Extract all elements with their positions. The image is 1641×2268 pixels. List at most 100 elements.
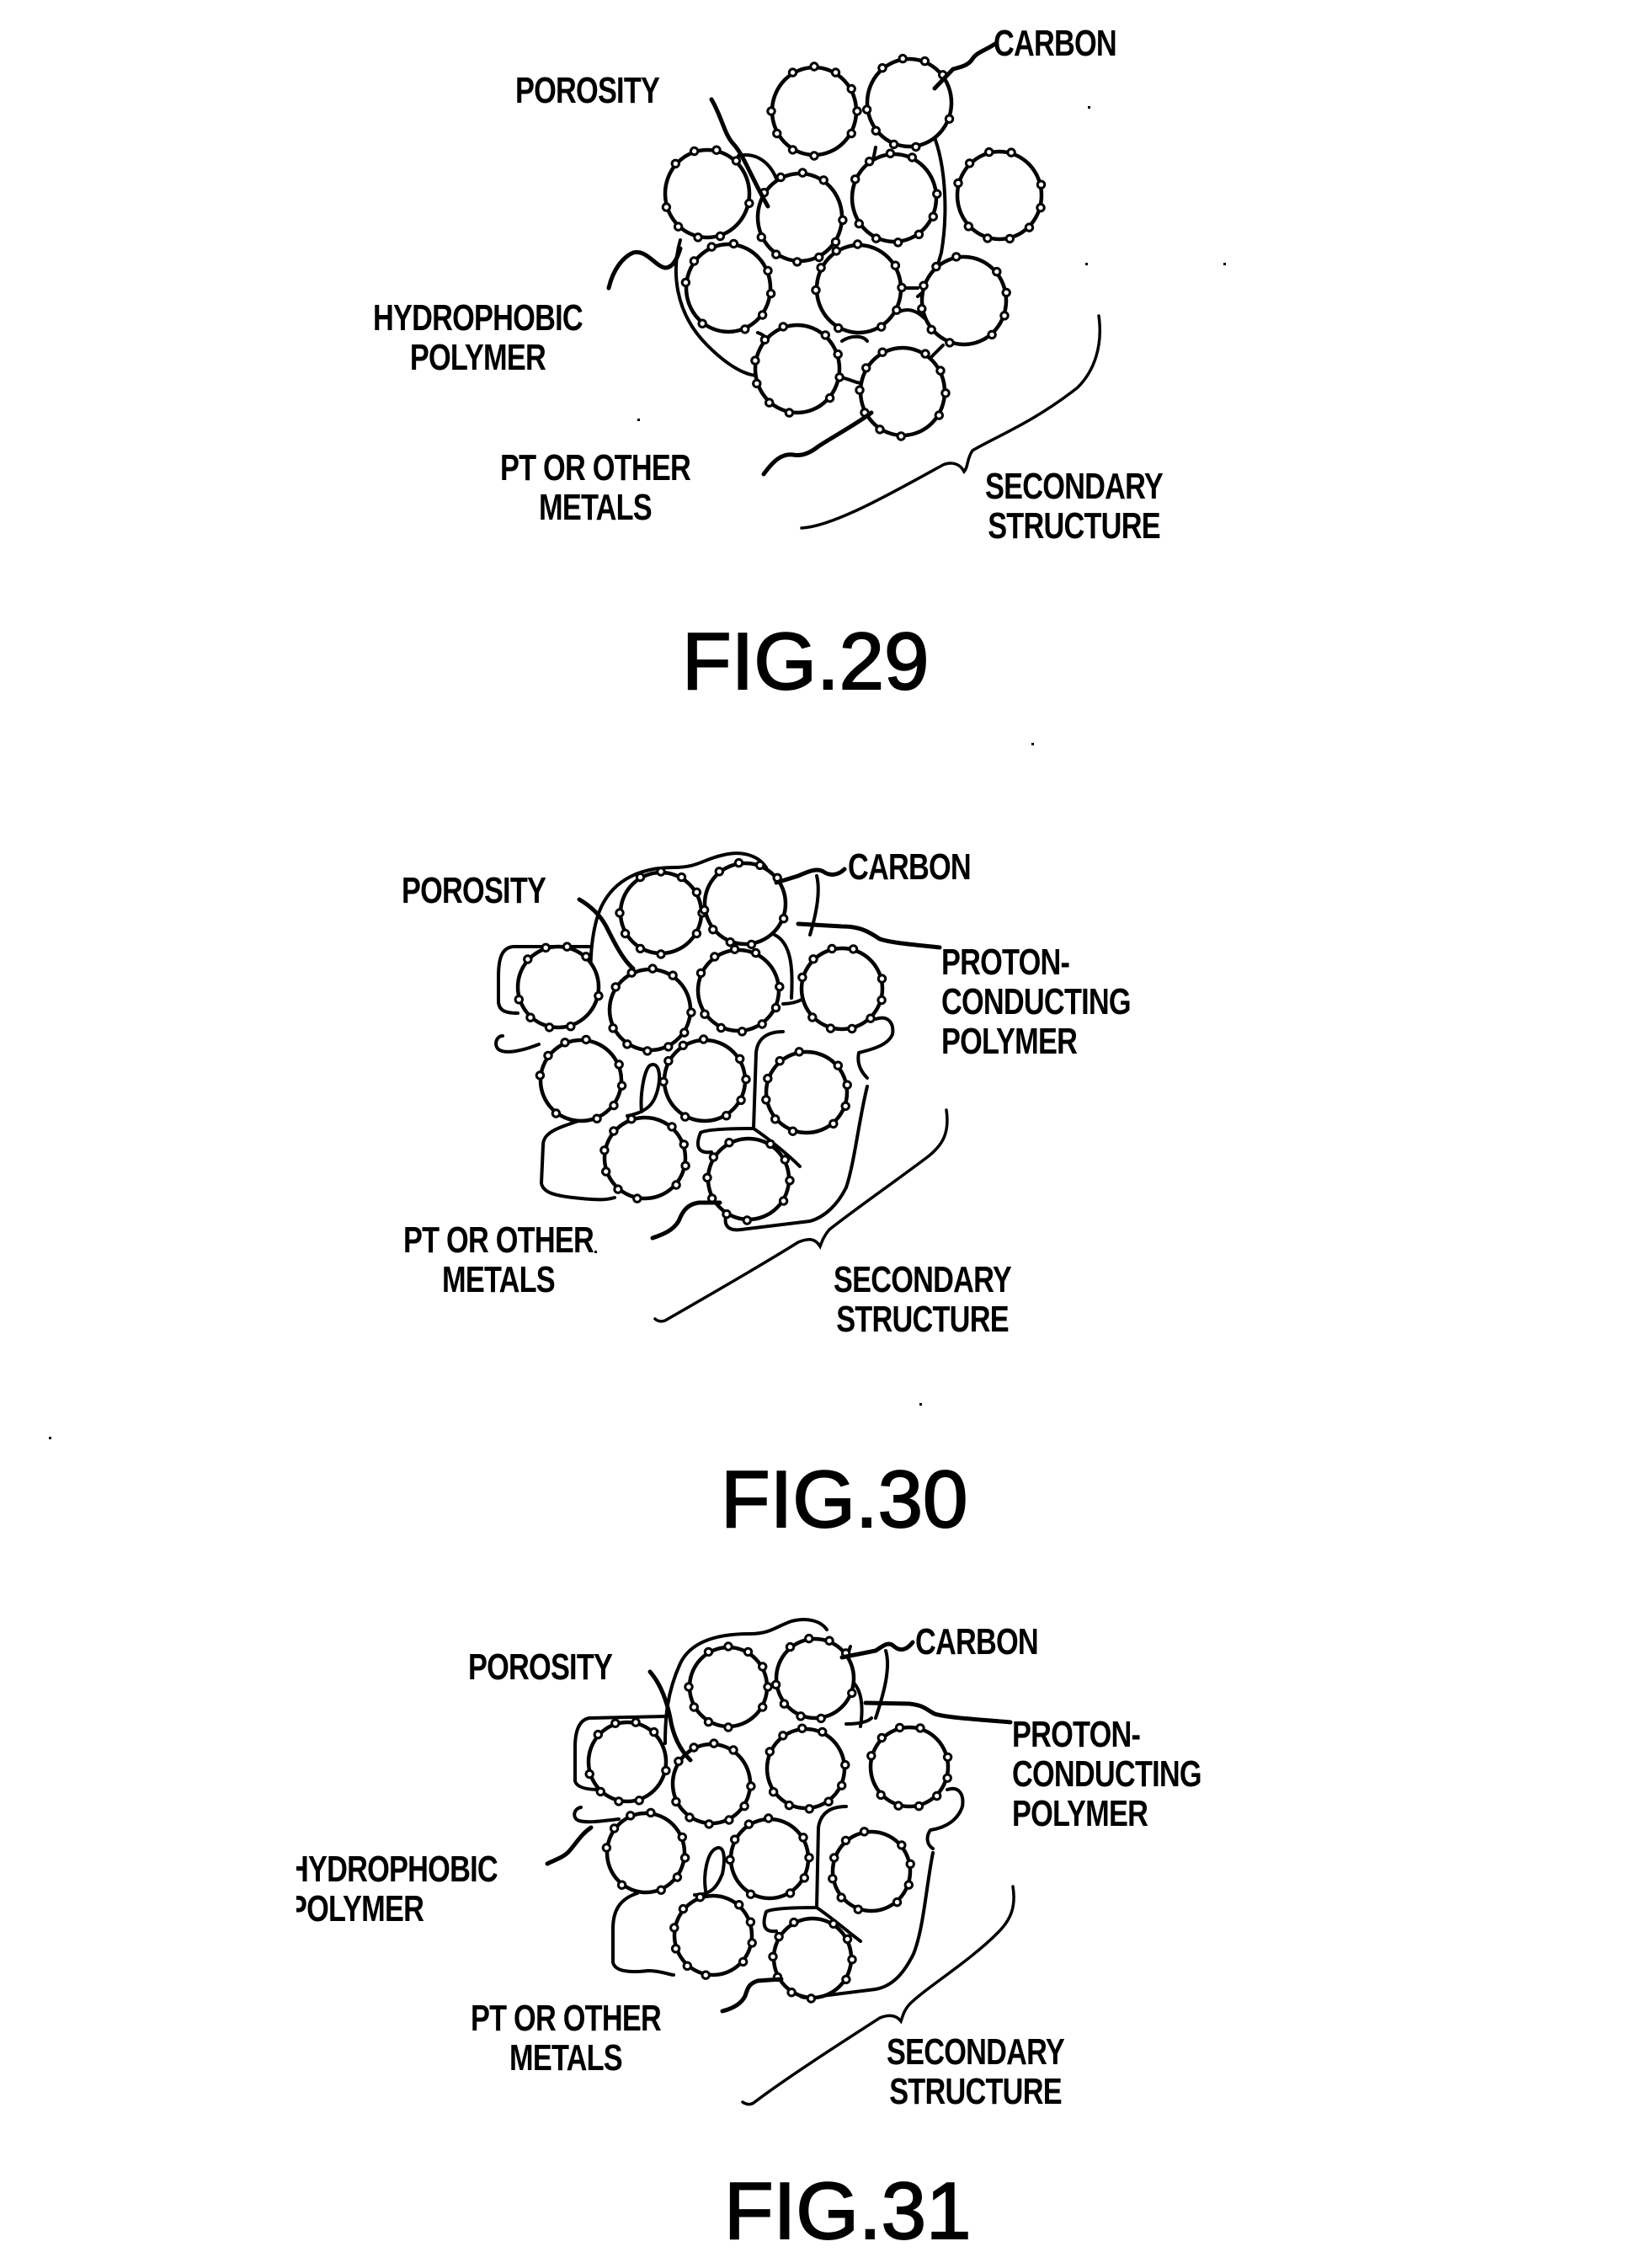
pt-metal-dot bbox=[710, 952, 720, 962]
pt-metal-dot bbox=[828, 1918, 839, 1929]
pt-metal-dot bbox=[871, 233, 882, 243]
pt-metal-dot bbox=[613, 1184, 623, 1194]
pt-metal-dot bbox=[875, 424, 885, 435]
pt-metal-dot bbox=[663, 1042, 674, 1052]
pt-metal-dot bbox=[785, 1641, 796, 1652]
pt-metal-dot bbox=[892, 1897, 903, 1908]
pt-metal-dot bbox=[626, 1811, 636, 1821]
label-line: POROSITY bbox=[468, 1646, 613, 1688]
pt-metal-dot bbox=[944, 114, 955, 124]
carbon-particle bbox=[953, 147, 1047, 244]
pt-metal-dot bbox=[987, 329, 997, 340]
pt-metal-dot bbox=[679, 1027, 690, 1038]
pt-metal-dot bbox=[935, 366, 946, 376]
label-line: PT OR OTHER bbox=[403, 1219, 594, 1261]
scan-speck bbox=[637, 419, 640, 421]
pt-metal-dot bbox=[823, 1796, 834, 1806]
pt-metal-dot bbox=[738, 1956, 749, 1967]
pt-metal-dot bbox=[764, 1813, 774, 1823]
pt-metal-dot bbox=[789, 1917, 799, 1928]
pt-metal-dot bbox=[914, 229, 924, 239]
pt-metal-dot bbox=[778, 322, 788, 332]
carbon-particle bbox=[599, 1114, 690, 1203]
pt-metal-dot bbox=[763, 1073, 773, 1084]
pt-metal-dot bbox=[609, 1823, 620, 1833]
polymer-film-path bbox=[693, 1846, 726, 1897]
pt-metal-dot bbox=[855, 385, 865, 395]
pt-metal-dot bbox=[761, 1095, 771, 1105]
carbon-particle bbox=[658, 1034, 751, 1123]
pt-metal-dot bbox=[837, 1780, 847, 1790]
label-line: CARBON bbox=[915, 1621, 1039, 1662]
carbon-particle bbox=[699, 857, 789, 950]
leader-line bbox=[839, 1640, 915, 1660]
label-line: CARBON bbox=[994, 23, 1117, 64]
polymer-film-path bbox=[925, 1786, 965, 1850]
pt-metal-dot bbox=[544, 1022, 555, 1033]
leader-line bbox=[650, 1200, 722, 1241]
pt-metal-dot bbox=[779, 1699, 790, 1709]
pt-metal-dot bbox=[757, 310, 768, 320]
pt-metal-dot bbox=[763, 265, 773, 276]
pt-metal-dot bbox=[658, 1076, 669, 1087]
pt-metal-dot bbox=[745, 1917, 756, 1927]
pt-metal-dot bbox=[689, 256, 700, 266]
pt-metal-dot bbox=[750, 947, 761, 958]
pt-metal-dot bbox=[693, 232, 703, 243]
leader-line bbox=[577, 897, 636, 971]
polymer-film-path bbox=[762, 1805, 848, 1934]
pt-metal-dot bbox=[786, 1988, 797, 1998]
pt-metal-dot bbox=[940, 388, 951, 398]
scan-speck bbox=[594, 1251, 597, 1253]
pt-metal-dot bbox=[632, 1193, 642, 1203]
polymer-film-path bbox=[695, 1030, 785, 1155]
label-line: METALS bbox=[442, 1259, 556, 1300]
pt-metal-dot bbox=[772, 128, 782, 139]
pt-metal-dot bbox=[679, 1139, 689, 1150]
pt-metal-dot bbox=[897, 282, 907, 293]
scan-speck bbox=[1088, 106, 1090, 109]
pt-metal-dot bbox=[703, 1646, 714, 1657]
pt-metal-dot bbox=[816, 263, 826, 273]
pt-metal-dot bbox=[631, 1717, 641, 1727]
pt-metal-dot bbox=[816, 1713, 826, 1724]
pt-metal-dot bbox=[594, 990, 604, 1001]
pt-metal-dot bbox=[861, 104, 872, 115]
pt-metal-dot bbox=[877, 63, 887, 73]
pt-metal-dot bbox=[543, 1050, 553, 1061]
pt-metal-dot bbox=[730, 1834, 740, 1844]
pt-metal-dot bbox=[674, 1756, 684, 1767]
pt-metal-dot bbox=[774, 1931, 784, 1942]
carbon-particle bbox=[514, 942, 604, 1033]
label-line: POLYMER bbox=[1012, 1793, 1148, 1834]
pt-metal-dot bbox=[614, 1059, 624, 1070]
polymer-film-path bbox=[540, 1118, 616, 1202]
pt-metal-dot bbox=[729, 944, 740, 954]
pt-metal-dot bbox=[676, 872, 687, 883]
pt-metal-dot bbox=[932, 189, 942, 199]
fig29-artwork bbox=[606, 41, 1101, 530]
pt-metal-dot bbox=[854, 218, 864, 229]
leader-line bbox=[932, 41, 998, 91]
figure-caption: FIG.31 bbox=[723, 2166, 972, 2256]
pt-metal-dot bbox=[758, 1702, 768, 1712]
pt-metal-dot bbox=[831, 246, 841, 256]
pt-metal-dot bbox=[876, 322, 887, 332]
polymer-film-path bbox=[874, 1649, 890, 1720]
pt-metal-dot bbox=[785, 1176, 795, 1186]
pt-metal-dot bbox=[541, 942, 551, 953]
pt-metal-dot bbox=[770, 1002, 781, 1013]
carbon-particle bbox=[765, 1723, 850, 1814]
pt-metal-dot bbox=[779, 914, 789, 924]
pt-metal-dot bbox=[656, 1885, 666, 1895]
pt-metal-dot bbox=[934, 410, 945, 420]
carbon-particle bbox=[535, 1034, 627, 1123]
pt-metal-dot bbox=[752, 378, 762, 389]
label-carbon: CARBON bbox=[994, 23, 1117, 64]
pt-metal-dot bbox=[951, 252, 962, 262]
secondary-structure-brace bbox=[741, 1885, 1015, 2106]
carbon-particle bbox=[768, 1916, 857, 2004]
